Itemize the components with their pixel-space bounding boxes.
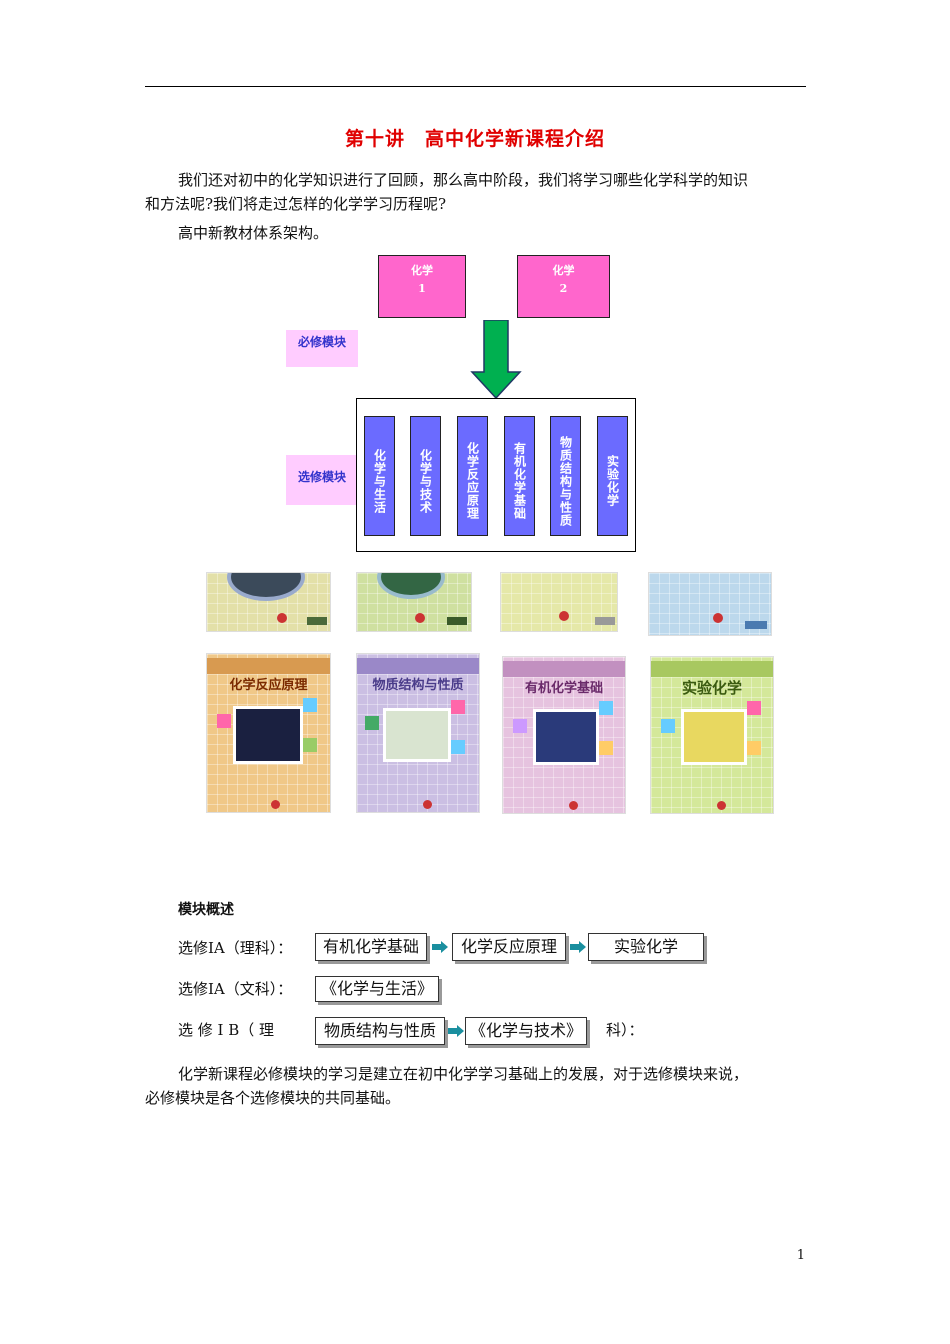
right-arrow-icon xyxy=(432,941,448,953)
book-cover-image xyxy=(356,572,472,632)
header-rule xyxy=(145,86,806,87)
overview-heading: 模块概述 xyxy=(178,902,234,918)
book-cover-image xyxy=(500,572,618,632)
module-name: 化学 xyxy=(411,264,433,277)
intro-paragraph-line2: 和方法呢?我们将走过怎样的化学学习历程呢? xyxy=(145,195,447,213)
right-arrow-icon xyxy=(570,941,586,953)
required-module-chemistry-2: 化学 2 xyxy=(517,255,610,318)
intro-paragraph-line1: 我们还对初中的化学知识进行了回顾，那么高中阶段，我们将学习哪些化学科学的知识 xyxy=(178,171,749,189)
structure-caption: 高中新教材体系架构。 xyxy=(178,224,329,242)
book-title: 物质结构与性质 xyxy=(372,678,464,693)
module-name: 化学 xyxy=(552,264,575,277)
elective-module-5: 物质结构与性质 xyxy=(550,416,581,536)
book-cover-image xyxy=(206,572,331,632)
elective-modules-label: 选修模块 xyxy=(286,455,358,505)
flow-box-reaction: 化学反应原理 xyxy=(452,933,566,961)
required-module-chemistry-1: 化学 1 xyxy=(378,255,466,318)
book-title: 化学反应原理 xyxy=(229,678,308,693)
down-arrow-icon xyxy=(470,320,522,400)
module-number: 2 xyxy=(559,282,568,295)
module-number: 1 xyxy=(418,282,426,295)
book-cover-structure-properties: 物质结构与性质 xyxy=(356,653,480,813)
right-arrow-icon xyxy=(448,1025,464,1037)
book-title: 有机化学基础 xyxy=(524,681,603,696)
elective-module-4: 有机化学基础 xyxy=(504,416,535,536)
overview-row3-label: 选 修 Ⅰ B（ 理 xyxy=(178,1021,275,1039)
overview-row1-label: 选修ⅠA（理科）： xyxy=(178,939,293,957)
book-cover-image xyxy=(648,572,772,636)
conclusion-line1: 化学新课程必修模块的学习是建立在初中化学学习基础上的发展，对于选修模块来说， xyxy=(178,1065,749,1083)
flow-box-life: 《化学与生活》 xyxy=(315,976,439,1002)
conclusion-line2: 必修模块是各个选修模块的共同基础。 xyxy=(145,1089,401,1107)
flow-box-technology: 《化学与技术》 xyxy=(465,1017,587,1045)
elective-module-6: 实验化学 xyxy=(597,416,628,536)
book-title: 实验化学 xyxy=(681,679,742,697)
flow-box-structure: 物质结构与性质 xyxy=(315,1017,445,1045)
flow-box-experimental: 实验化学 xyxy=(588,933,704,961)
elective-module-1: 化学与生活 xyxy=(364,416,395,536)
elective-module-2: 化学与技术 xyxy=(410,416,441,536)
book-cover-reaction-principles: 化学反应原理 xyxy=(206,653,331,813)
page-number: 1 xyxy=(796,1248,805,1263)
elective-module-3: 化学反应原理 xyxy=(457,416,488,536)
flow-box-organic: 有机化学基础 xyxy=(315,933,427,961)
page-title: 第十讲 高中化学新课程介绍 xyxy=(344,128,605,150)
book-cover-experimental-chemistry: 实验化学 xyxy=(650,656,774,814)
overview-row2-label: 选修ⅠA（文科）： xyxy=(178,980,293,998)
required-modules-label: 必修模块 xyxy=(286,330,358,367)
book-cover-organic-chemistry: 有机化学基础 xyxy=(502,656,626,814)
overview-row3-suffix: 科）： xyxy=(606,1021,644,1039)
elective-modules-frame xyxy=(356,398,636,552)
